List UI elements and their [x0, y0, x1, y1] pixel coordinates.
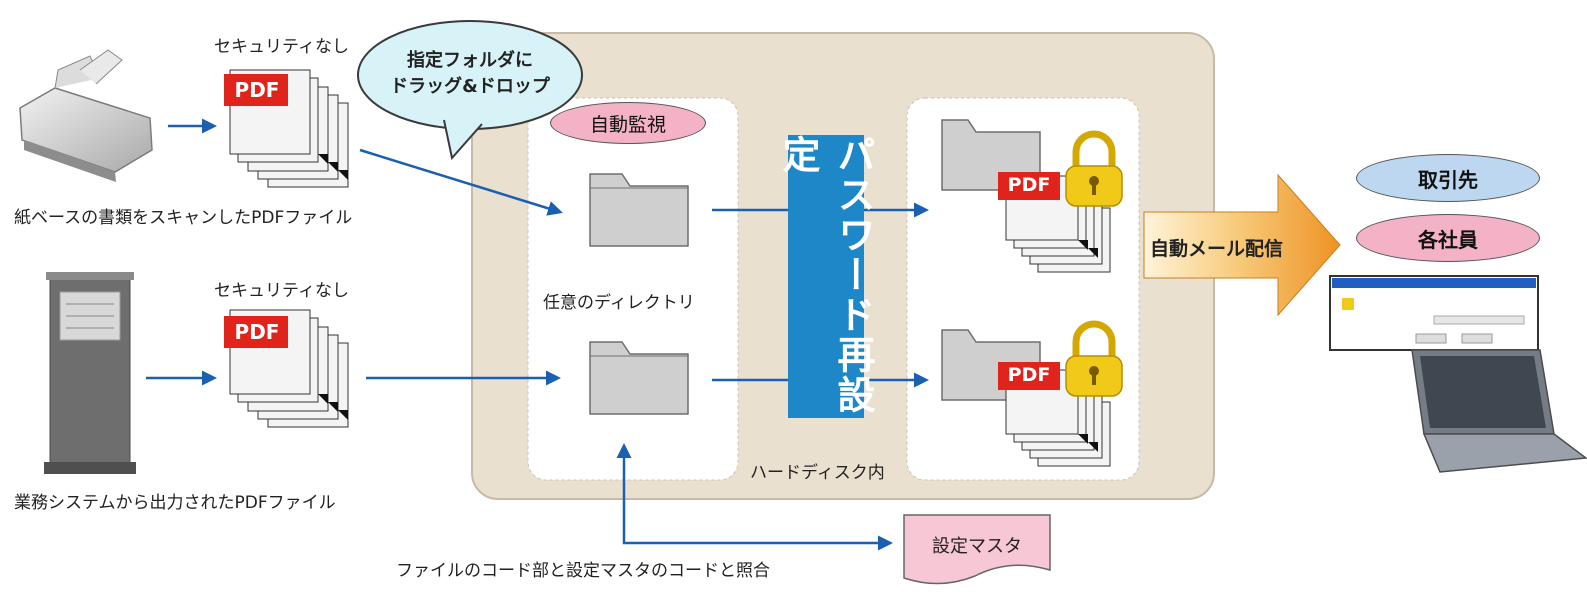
auto-mail-label: 自動メール配信	[1150, 238, 1284, 260]
drag-drop-bubble	[357, 20, 583, 161]
scan-caption: 紙ベースの書類をスキャンしたPDFファイル	[14, 208, 353, 228]
employees-badge: 各社員	[1356, 214, 1540, 262]
drag-drop-line1: 指定フォルダに	[407, 50, 533, 71]
auto-mail-arrow	[1143, 173, 1341, 317]
secured-pdf-top	[941, 119, 1123, 273]
drag-drop-line2: ドラッグ&ドロップ	[390, 76, 550, 97]
pdf-stack-bottom	[224, 309, 349, 428]
secured-pdf-bottom	[941, 320, 1123, 467]
setting-master-label: 設定マスタ	[932, 536, 1022, 557]
setting-master-doc	[903, 514, 1051, 585]
hard-disk-label: ハードディスク内	[750, 463, 885, 483]
auto-monitor-badge: 自動監視	[550, 102, 706, 144]
arrow-master-to-folder	[616, 443, 893, 551]
password-reset-box: パスワード再設定	[776, 135, 875, 418]
folder-icon-top	[589, 173, 689, 247]
pdf-stack-top	[224, 69, 349, 188]
pdf-badge-bottom: PDF	[234, 320, 280, 344]
pdf-badge-top: PDF	[234, 78, 280, 102]
security-none-label-top: セキュリティなし	[214, 37, 349, 57]
pdf-badge-secured-top: PDF	[1007, 174, 1051, 196]
any-directory-label: 任意のディレクトリ	[543, 293, 695, 313]
laptop-icon	[1329, 275, 1587, 473]
security-none-label-bottom: セキュリティなし	[214, 281, 349, 301]
server-icon	[44, 272, 136, 474]
folder-icon-bottom	[589, 341, 689, 415]
code-match-caption: ファイルのコード部と設定マスタのコードと照合	[396, 561, 770, 581]
client-badge: 取引先	[1356, 154, 1540, 202]
pdf-badge-secured-bottom: PDF	[1007, 364, 1051, 386]
system-caption: 業務システムから出力されたPDFファイル	[14, 493, 336, 513]
arrow-pdf-to-folder-top	[359, 148, 563, 216]
scanner-icon	[19, 49, 153, 182]
